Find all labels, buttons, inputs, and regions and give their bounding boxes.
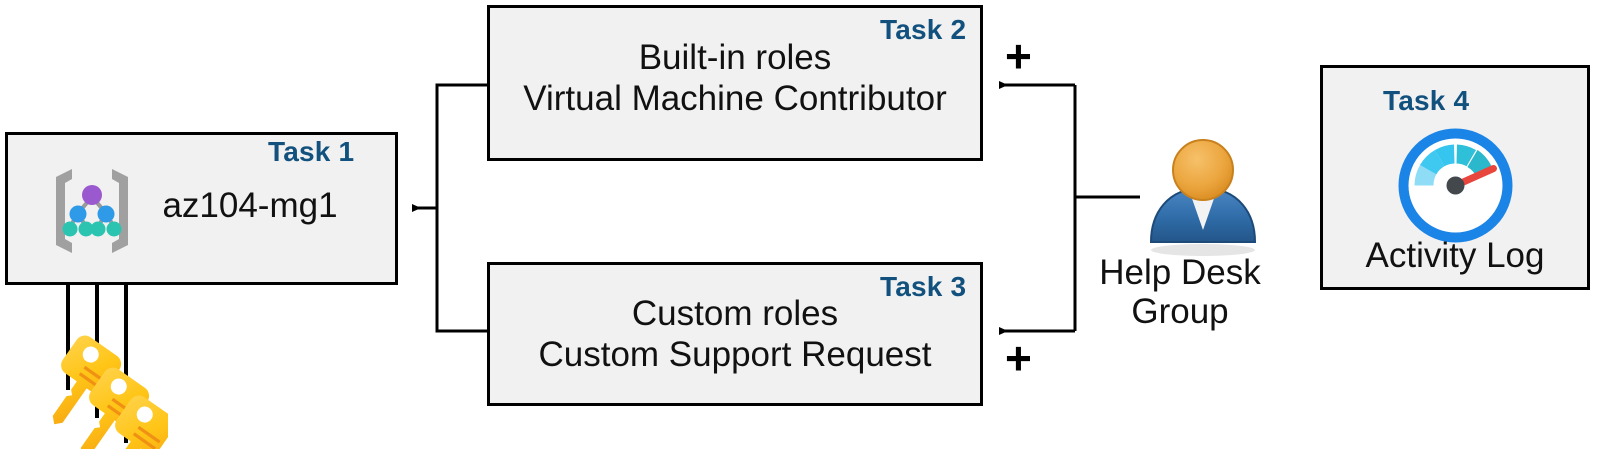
task-1-title: az104-mg1 [162,186,338,225]
activity-log-gauge-icon [1398,128,1513,243]
plus-icon-bottom: + [1005,332,1032,384]
task-2-label: Task 2 [880,14,967,45]
keys-icon [52,335,168,449]
task-2-line-1: Built-in roles [638,38,832,77]
task-3-box[interactable] [487,262,983,406]
task-2-box[interactable] [487,5,983,161]
management-group-icon [56,169,128,253]
task-1-label: Task 1 [268,136,355,167]
task-3-line-2: Custom Support Request [538,335,932,375]
plus-icon-top: + [1005,30,1032,82]
task-3-content: Custom roles Custom Support Request [497,293,973,376]
task-3-line-1: Custom roles [631,294,839,333]
help-desk-group-label: Help Desk Group [1085,253,1275,331]
task-4-title: Activity Log [1365,236,1545,275]
help-desk-line-2: Group [1131,292,1229,332]
task-3-label: Task 3 [880,271,967,302]
user-person-icon [1149,139,1257,256]
help-desk-line-1: Help Desk [1099,253,1261,292]
task-1-box[interactable] [5,132,398,285]
task-4-label: Task 4 [1383,85,1470,116]
task-2-line-2: Virtual Machine Contributor [523,79,947,119]
task-2-content: Built-in roles Virtual Machine Contribut… [497,37,973,120]
